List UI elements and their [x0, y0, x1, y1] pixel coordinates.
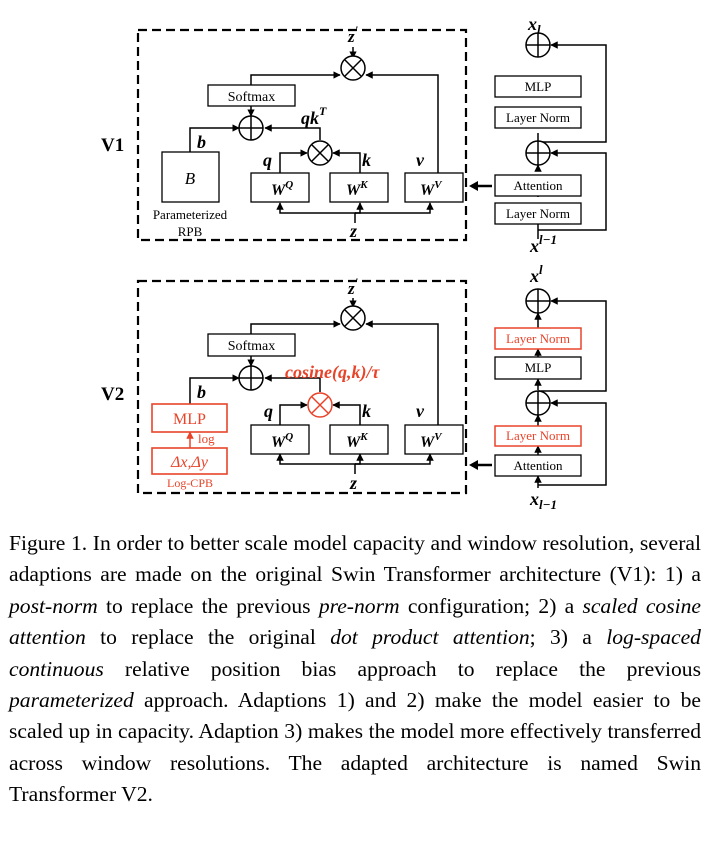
v2-v-label: v	[416, 401, 425, 421]
v1-zprime-label: z'	[347, 23, 359, 46]
v1-block-output-label: xl	[527, 14, 541, 37]
v2-mlp-label: MLP	[173, 411, 206, 428]
v2-wq-label: WQ	[271, 431, 293, 451]
v1-k-label: k	[362, 150, 371, 170]
v2-block-mlp-label: MLP	[525, 360, 552, 375]
v2-cosine-label: cosine(q,k)/τ	[285, 362, 380, 383]
v1-transformer-block: xl MLP Layer Norm Attention Layer Norm x…	[494, 14, 607, 256]
v1-block-mlp-box	[494, 75, 582, 98]
v2-block-attention-label: Attention	[513, 458, 563, 473]
v2-wq-box	[250, 424, 310, 455]
v2-wk-box	[329, 424, 389, 455]
v2-k-label: k	[362, 401, 371, 421]
v1-wk-label: WK	[346, 179, 368, 199]
v1-bias-table-box	[161, 151, 220, 203]
v1-z-label: z	[349, 221, 357, 241]
v1-v-label: v	[416, 150, 425, 170]
figure-caption: Figure 1. In order to better scale model…	[9, 531, 702, 807]
v1-wv-box	[404, 172, 464, 203]
v2-block-input-label: xl−1	[529, 489, 557, 512]
v1-wk-box	[329, 172, 389, 203]
v2-block-layernorm-top-label: Layer Norm	[506, 331, 570, 346]
v2-softmax-box	[207, 333, 296, 357]
v2-softmax-label: Softmax	[228, 339, 275, 354]
v1-block-input-label: xl−1	[529, 232, 557, 256]
v1-dashed-frame	[136, 28, 468, 242]
v1-qk-label: qkT	[301, 104, 327, 128]
v1-label: V1	[101, 135, 124, 156]
v1-wv-label: WV	[420, 179, 443, 199]
v2-attention-diagram: V2 Softmax MLP log Δx,Δy Log-CPB	[101, 275, 468, 495]
v2-cpb-label: Log-CPB	[167, 476, 213, 490]
v1-block-attention-label: Attention	[513, 178, 563, 193]
v1-b-label: b	[197, 132, 206, 152]
v1-block-layernorm-top-box	[494, 106, 582, 129]
v1-block-attention-box	[494, 174, 582, 197]
v1-softmax-label: Softmax	[228, 90, 275, 105]
v1-block-layernorm-bottom-box	[494, 202, 582, 225]
v2-block-layernorm-top-box	[494, 327, 582, 350]
v1-block-mlp-label: MLP	[525, 79, 552, 94]
v2-zprime-label: z'	[347, 275, 359, 298]
v2-b-label: b	[197, 382, 206, 402]
v1-rpb-label-line2: RPB	[178, 224, 203, 239]
architecture-diagram: V1 Softmax B WQ WK WV	[101, 14, 607, 512]
v2-mlp-box	[151, 403, 228, 433]
v2-transformer-block: xl Layer Norm MLP Layer Norm Attention x…	[494, 262, 607, 512]
v1-q-label: q	[263, 150, 272, 170]
v2-label: V2	[101, 384, 124, 405]
v1-softmax-box	[207, 84, 296, 107]
v2-block-mlp-box	[494, 356, 582, 380]
v1-attention-diagram: V1 Softmax B WQ WK WV	[101, 23, 468, 242]
v1-wq-box	[250, 172, 310, 203]
v2-log-label: log	[198, 431, 215, 446]
v2-delta-label: Δx,Δy	[170, 454, 209, 471]
v1-block-layernorm-bottom-label: Layer Norm	[506, 206, 570, 221]
v2-block-attention-box	[494, 454, 582, 477]
v2-wk-label: WK	[346, 431, 368, 451]
v2-q-label: q	[264, 401, 273, 421]
v1-block-layernorm-top-label: Layer Norm	[506, 110, 570, 125]
v2-z-label: z	[349, 473, 357, 493]
v2-wv-box	[404, 424, 464, 455]
v2-dashed-frame	[136, 279, 468, 495]
v1-rpb-label-line1: Parameterized	[153, 207, 228, 222]
v1-bias-table-label: B	[185, 169, 196, 188]
v2-block-output-label: xl	[529, 262, 543, 286]
v2-wv-label: WV	[420, 431, 443, 451]
v2-delta-box	[151, 447, 228, 475]
v2-block-layernorm-mid-label: Layer Norm	[506, 428, 570, 443]
v2-block-layernorm-mid-box	[494, 425, 582, 447]
v1-wq-label: WQ	[271, 179, 293, 199]
